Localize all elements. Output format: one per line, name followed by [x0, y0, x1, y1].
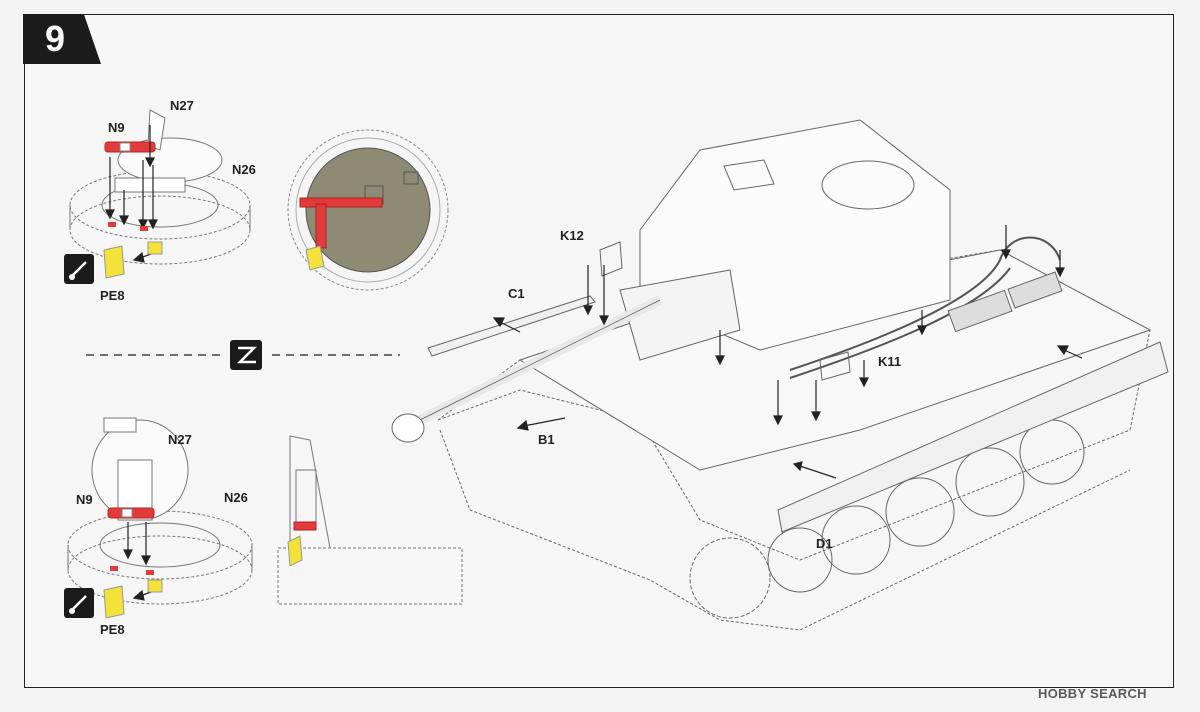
pe8-part — [103, 245, 125, 279]
pe8-part-lower — [103, 585, 125, 619]
watermark: HOBBY SEARCH — [1038, 686, 1147, 701]
glue-brush-icon — [64, 588, 94, 618]
label-n26-upper: N26 — [232, 162, 256, 177]
tank-drawing — [391, 119, 1169, 631]
lower-arrows — [123, 522, 163, 601]
label-pe8-lower: PE8 — [100, 622, 125, 637]
label-n27-lower: N27 — [168, 432, 192, 447]
label-n26-lower: N26 — [224, 490, 248, 505]
glue-brush-icon — [64, 254, 94, 284]
label-n9-upper: N9 — [108, 120, 125, 135]
label-b1: B1 — [538, 432, 555, 447]
label-d1: D1 — [816, 536, 833, 551]
hatch-detail-view — [287, 129, 449, 291]
main-arrows — [492, 225, 1083, 479]
upper-hatch-assembly — [69, 109, 251, 265]
label-n9-lower: N9 — [76, 492, 93, 507]
step-number: 9 — [44, 18, 66, 59]
alternate-option-icon — [230, 340, 262, 370]
lower-hatch-assembly — [67, 417, 253, 605]
label-k12: K12 — [560, 228, 584, 243]
label-c1: C1 — [508, 286, 525, 301]
label-pe8-upper: PE8 — [100, 288, 125, 303]
label-n27-upper: N27 — [170, 98, 194, 113]
upper-arrows — [105, 125, 163, 263]
hatch-side-view — [277, 435, 463, 605]
label-k11: K11 — [878, 354, 902, 369]
